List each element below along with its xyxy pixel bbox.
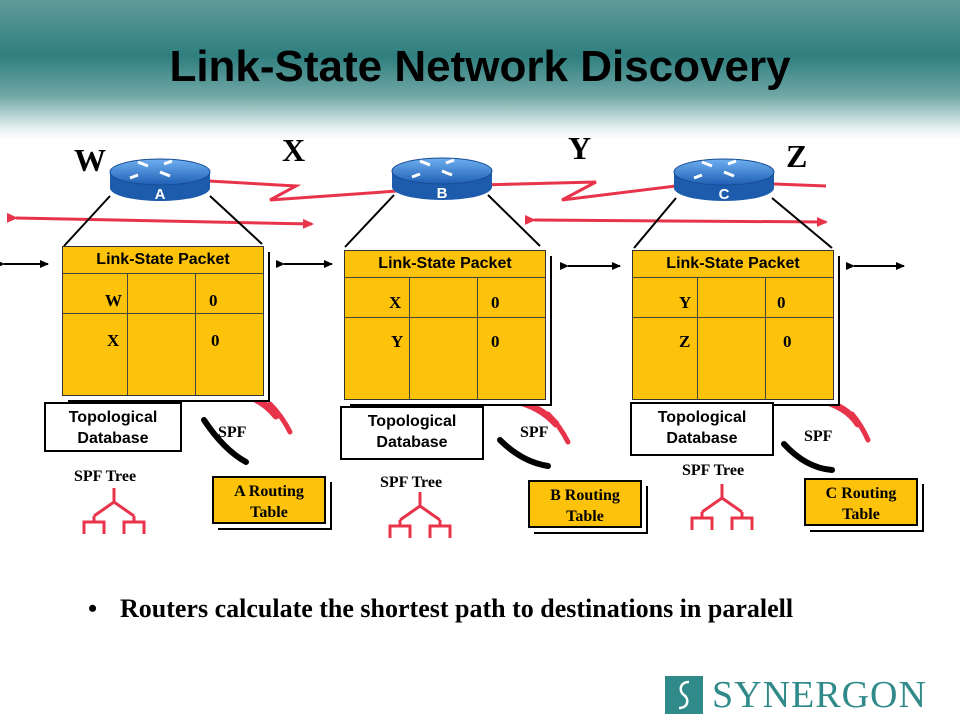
packet-cost: 0 — [783, 332, 792, 351]
topo-line: Topological — [657, 409, 747, 426]
routing-table-b: B Routing Table — [528, 480, 642, 528]
router-b-label: B — [436, 185, 448, 202]
packet-cost: 0 — [209, 291, 218, 310]
divider — [477, 277, 478, 399]
routing-table-line: Table — [566, 508, 604, 525]
router-a-label: A — [154, 186, 166, 203]
spf-tree-b-icon — [388, 492, 452, 538]
link-state-packet-b: Link-State Packet X 0 Y 0 — [344, 250, 546, 400]
divider — [345, 277, 545, 278]
topological-database-b: Topological Database — [340, 406, 484, 460]
topo-line: Database — [77, 430, 149, 447]
divider — [63, 313, 263, 314]
topo-line: Topological — [68, 409, 158, 426]
topological-database-a: Topological Database — [44, 402, 182, 452]
router-c-connectors — [633, 197, 833, 249]
packet-link: X — [107, 331, 120, 350]
topo-line: Database — [376, 434, 448, 451]
routing-table-line: A Routing — [234, 483, 304, 500]
flood-arrows — [0, 260, 905, 270]
router-a-icon — [109, 158, 211, 201]
divider — [409, 277, 410, 399]
divider — [633, 277, 833, 278]
divider — [127, 273, 128, 395]
router-a-connectors — [63, 195, 263, 247]
spf-label-b: SPF — [520, 424, 549, 441]
divider — [765, 277, 766, 399]
segment-y-line — [439, 178, 726, 202]
topological-database-c: Topological Database — [630, 402, 774, 456]
spf-arrows-c — [781, 396, 871, 473]
packet-cost: 0 — [777, 293, 786, 312]
spf-tree-c-icon — [690, 484, 754, 530]
header-band — [0, 0, 960, 140]
synergon-logo-icon — [665, 676, 703, 714]
packet-cost: 0 — [211, 331, 220, 350]
segment-y-label: Y — [568, 130, 592, 166]
spf-tree-label-b: SPF Tree — [380, 474, 443, 491]
topo-line: Database — [666, 430, 738, 447]
router-b-connectors — [344, 194, 541, 248]
packet-title: Link-State Packet — [378, 255, 512, 272]
spf-tree-label-c: SPF Tree — [682, 462, 745, 479]
spf-tree-a-icon — [82, 488, 146, 534]
routing-table-line: Table — [250, 504, 288, 521]
logo-glyph — [678, 680, 690, 710]
link-state-packet-a: Link-State Packet W 0 X 0 — [62, 246, 264, 396]
routing-table-line: Table — [842, 506, 880, 523]
link-state-packet-c: Link-State Packet Y 0 Z 0 — [632, 250, 834, 400]
packet-link: Y — [391, 332, 404, 351]
bullet-text: Routers calculate the shortest path to d… — [120, 594, 794, 623]
routing-table-line: C Routing — [825, 485, 897, 502]
segment-w-line — [6, 212, 314, 229]
packet-link: Y — [679, 293, 692, 312]
spf-label-c: SPF — [804, 428, 833, 445]
packet-cost: 0 — [491, 293, 500, 312]
segment-x-label: X — [282, 132, 306, 168]
spf-arrows-a — [201, 388, 293, 465]
segment-w-label: W — [74, 142, 106, 178]
router-c-label: C — [718, 186, 730, 203]
router-c-icon — [673, 158, 775, 201]
packet-link: W — [105, 291, 122, 310]
routing-table-c: C Routing Table — [804, 478, 918, 526]
divider — [633, 317, 833, 318]
divider — [345, 317, 545, 318]
bullet-icon: • — [88, 594, 98, 623]
packet-title: Link-State Packet — [666, 255, 800, 272]
spf-arrows-b — [497, 396, 571, 469]
packet-cost: 0 — [491, 332, 500, 351]
synergon-logo-text: SYNERGON — [712, 674, 927, 716]
page-title: Link-State Network Discovery — [169, 42, 791, 91]
packet-link: Z — [679, 332, 691, 351]
segment-z-label: Z — [786, 138, 808, 174]
routing-table-line: B Routing — [550, 487, 620, 504]
divider — [195, 273, 196, 395]
router-b-icon — [391, 157, 493, 200]
packet-link: X — [389, 293, 402, 312]
spf-tree-label-a: SPF Tree — [74, 468, 137, 485]
divider — [697, 277, 698, 399]
divider — [63, 273, 263, 274]
topo-line: Topological — [367, 413, 457, 430]
packet-title: Link-State Packet — [96, 251, 230, 268]
spf-label-a: SPF — [218, 424, 247, 441]
routing-table-a: A Routing Table — [212, 476, 326, 524]
